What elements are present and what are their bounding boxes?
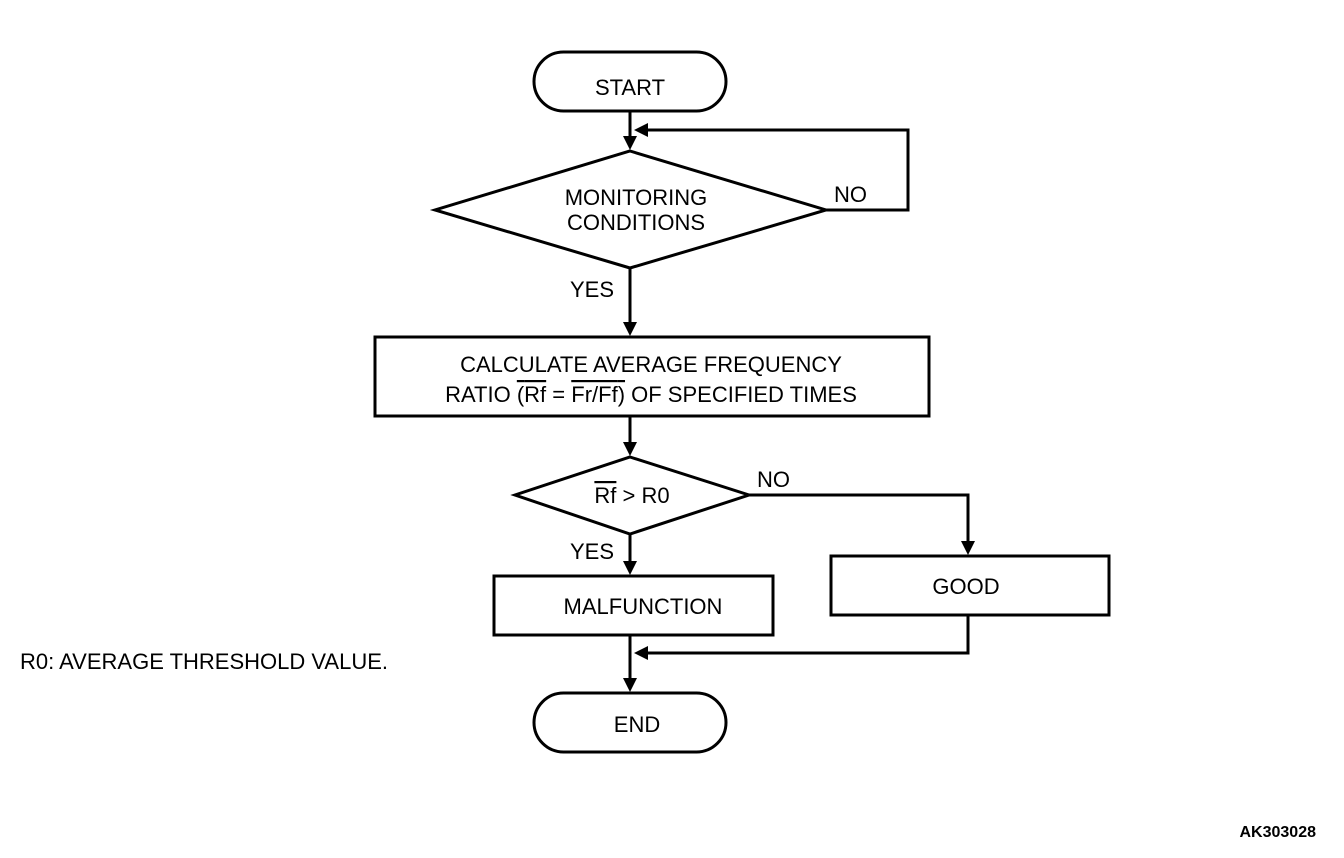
figure-code: AK303028 [1240,824,1317,841]
monitoring-label-line1: MONITORING [565,185,708,210]
end-label: END [614,712,660,737]
monitoring-no-label: NO [834,182,867,207]
connector-threshold-yes [623,534,637,575]
monitoring-label-line2: CONDITIONS [567,210,705,235]
calculate-formula-open: ( [517,382,525,407]
process-good: GOOD [829,554,1111,617]
calculate-label-line2: RATIO (Rf = Fr/Ff) OF SPECIFIED TIMES [445,382,857,407]
calculate-formula-ratio: Fr/Ff [571,382,618,407]
connector-calculate-to-threshold [623,416,637,456]
good-label: GOOD [932,574,999,599]
calculate-formula-eq: = [546,382,571,407]
decision-monitoring-conditions: MONITORING CONDITIONS [429,149,832,270]
malfunction-label: MALFUNCTION [564,594,723,619]
connector-threshold-no [749,493,975,555]
threshold-note: R0: AVERAGE THRESHOLD VALUE. [20,649,388,674]
threshold-yes-label: YES [570,539,614,564]
threshold-rest: > R0 [616,483,669,508]
connector-monitoring-no-loop [634,123,910,212]
start-terminator: START [532,50,728,113]
monitoring-yes-label: YES [570,277,614,302]
process-calculate-ratio: CALCULATE AVERAGE FREQUENCY RATIO (Rf = … [373,335,931,418]
connector-monitoring-yes [623,268,637,336]
threshold-rf: Rf [594,483,617,508]
calculate-formula-close: ) [618,382,625,407]
start-label: START [595,75,665,100]
end-terminator: END [532,691,728,754]
calculate-label-line1: CALCULATE AVERAGE FREQUENCY [460,352,842,377]
threshold-no-label: NO [757,467,790,492]
threshold-label: Rf > R0 [594,483,669,508]
connector-start-to-monitoring [623,111,637,150]
connector-malfunction-to-end [623,635,637,692]
decision-threshold: Rf > R0 [510,455,754,536]
calculate-line2-suffix: OF SPECIFIED TIMES [625,382,857,407]
calculate-formula-rf: Rf [524,382,547,407]
process-malfunction: MALFUNCTION [492,574,775,637]
calculate-line2-prefix: RATIO [445,382,517,407]
connector-good-to-end [634,615,970,660]
